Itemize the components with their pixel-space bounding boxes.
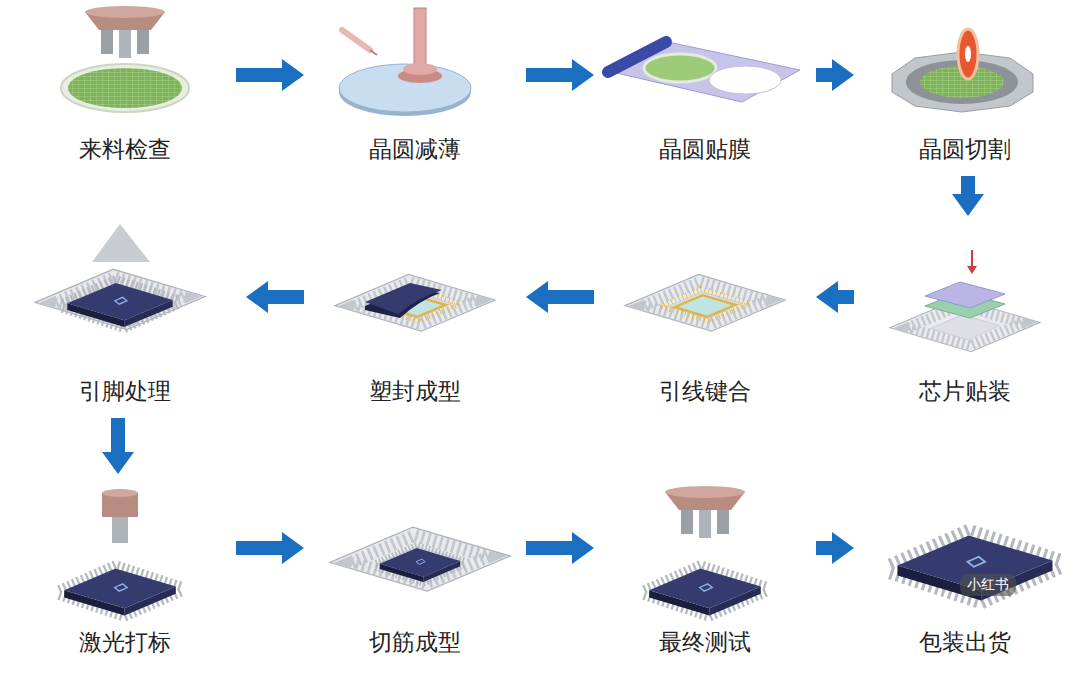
lead-frame — [35, 269, 205, 329]
placement-arrow — [971, 250, 973, 268]
process-step: 切筋成型 — [310, 480, 520, 663]
dicing-saw — [958, 29, 978, 79]
flow-arrow — [816, 59, 854, 91]
step-label: 引脚处理 — [79, 378, 171, 406]
process-step: 包装出货 — [860, 480, 1070, 663]
step-label: 晶圆切割 — [919, 136, 1011, 164]
bond-wires — [660, 289, 750, 321]
mounted-wafer — [644, 54, 716, 82]
nozzle — [342, 30, 370, 50]
flow-arrow — [236, 59, 304, 91]
flow-arrow — [816, 281, 854, 313]
plating-shade — [92, 224, 150, 262]
step-label: 塑封成型 — [369, 378, 461, 406]
flow-arrow — [952, 176, 984, 216]
step-label: 引线键合 — [659, 378, 751, 406]
packaged-chip — [59, 564, 181, 617]
process-step: 来料检查 — [20, 5, 230, 170]
step-label: 晶圆贴膜 — [659, 136, 751, 164]
process-step: 晶圆贴膜 — [600, 5, 810, 170]
grinding-spindle — [414, 8, 426, 66]
wafer — [68, 68, 182, 108]
flow-arrow — [102, 418, 134, 474]
process-step: 芯片贴装 — [860, 222, 1070, 412]
laser-head-top — [102, 489, 138, 497]
die — [925, 282, 1005, 308]
molded-chip — [62, 279, 178, 329]
nozzle-tip — [370, 50, 377, 55]
grinding-head — [403, 63, 437, 75]
flow-arrow — [236, 532, 304, 564]
packaged-chip — [376, 545, 464, 583]
flow-arrow — [526, 59, 594, 91]
flow-arrow — [526, 281, 594, 313]
process-step: 引线键合 — [600, 222, 810, 412]
process-step: 晶圆切割 — [860, 5, 1070, 170]
process-step: 最终测试 — [600, 480, 810, 663]
finished-chip — [890, 529, 1060, 603]
process-step: 激光打标 — [20, 480, 230, 663]
test-probe — [665, 486, 745, 538]
lead-frame — [625, 274, 785, 331]
step-label: 最终测试 — [659, 629, 751, 657]
saw-hub — [965, 46, 971, 62]
step-label: 来料检查 — [79, 136, 171, 164]
step-label: 激光打标 — [79, 629, 171, 657]
step-label: 晶圆减薄 — [369, 136, 461, 164]
lead-frame — [330, 527, 510, 591]
flow-arrow — [526, 532, 594, 564]
die — [675, 295, 736, 317]
flow-arrow — [816, 532, 854, 564]
process-step: 引脚处理 — [10, 222, 240, 412]
wafer-rim — [61, 64, 189, 112]
mold-compound — [365, 283, 442, 314]
laser-nozzle — [112, 517, 128, 543]
lead-frame — [335, 274, 495, 331]
packaged-chip — [644, 564, 766, 617]
step-label: 芯片贴装 — [919, 378, 1011, 406]
step-label: 切筋成型 — [369, 629, 461, 657]
frame-opening — [709, 66, 781, 94]
step-label: 包装出货 — [919, 629, 1011, 657]
process-step: 塑封成型 — [310, 222, 520, 412]
flow-arrow — [246, 281, 304, 313]
process-step: 晶圆减薄 — [310, 5, 520, 170]
thinning-wafer — [339, 64, 471, 112]
placement-arrow-head — [967, 266, 977, 274]
watermark: 小红书 — [960, 574, 1016, 596]
inspection-probe — [85, 6, 165, 58]
